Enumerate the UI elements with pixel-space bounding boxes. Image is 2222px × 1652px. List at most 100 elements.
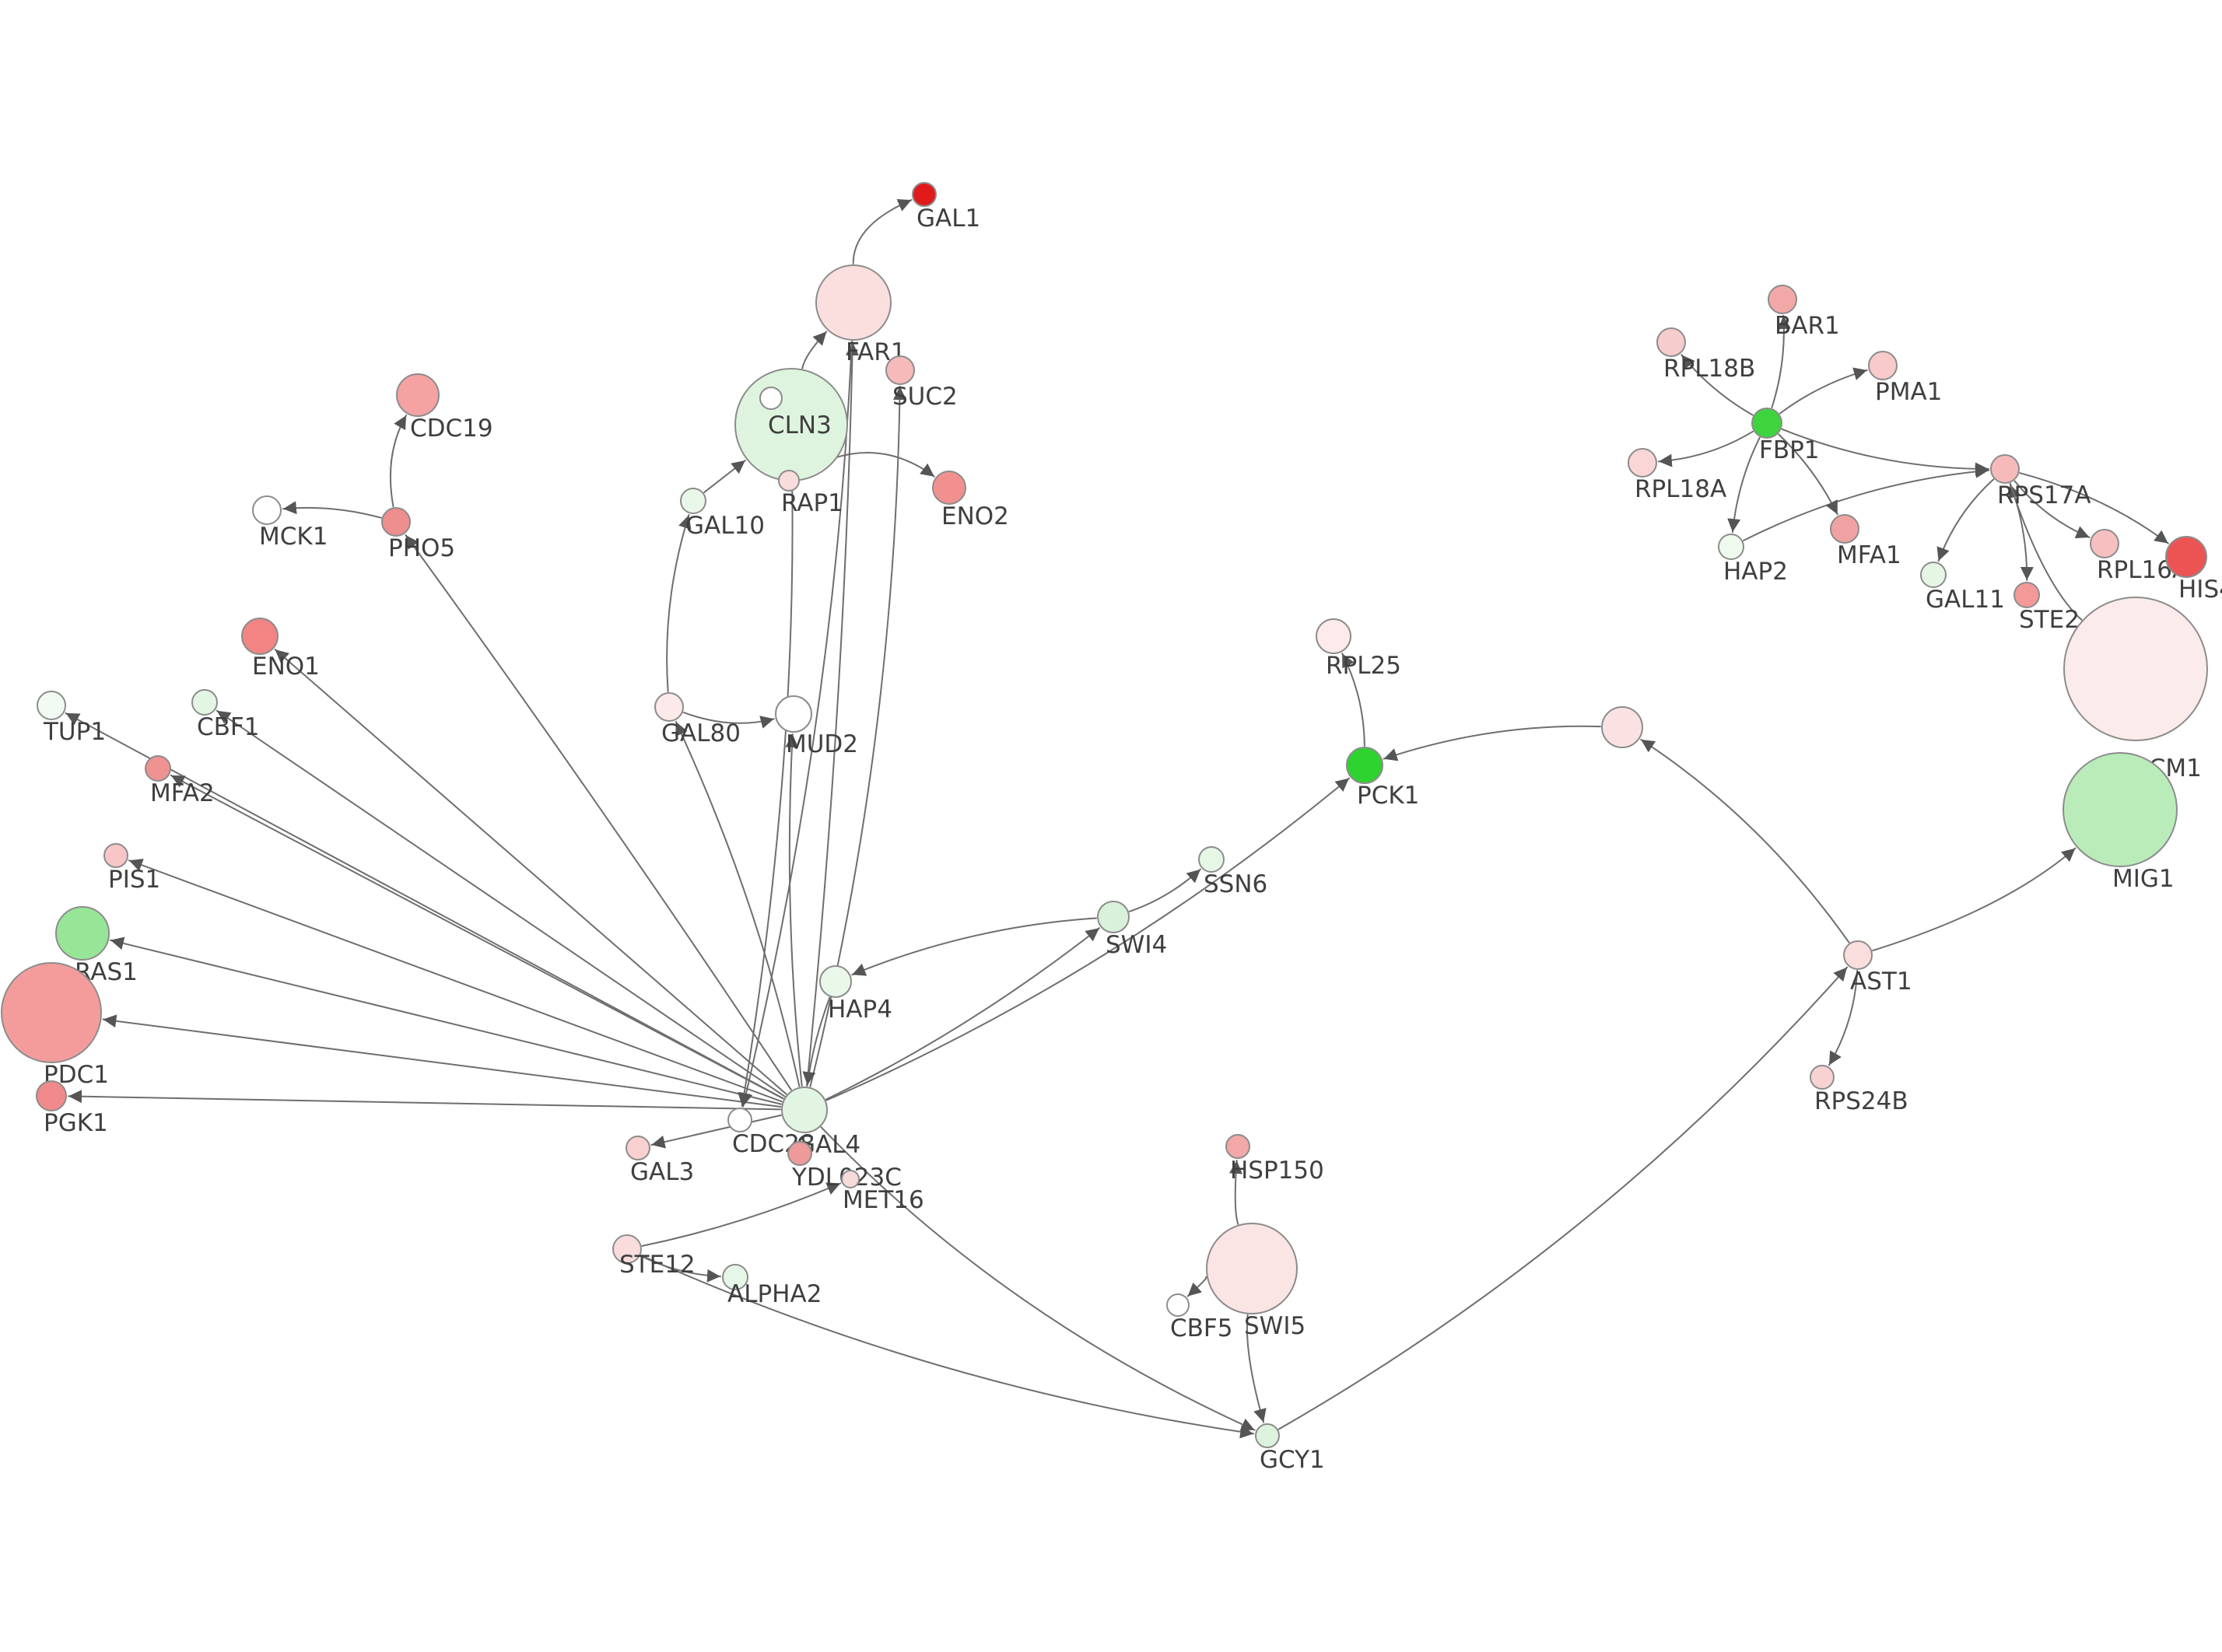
graph-node-mck1[interactable]: MCK1 <box>252 495 328 551</box>
edge-gal4-eno1[interactable] <box>274 649 787 1095</box>
graph-node-gal80[interactable]: GAL80 <box>654 692 741 747</box>
graph-node-mfa1[interactable]: MFA1 <box>1830 514 1901 569</box>
edge-ast1-mig1[interactable] <box>1872 847 2077 952</box>
node-circle-gcy1[interactable] <box>1255 1423 1280 1448</box>
edge-hap4-gal4[interactable] <box>802 996 831 1087</box>
node-circle-gal10[interactable] <box>680 488 706 514</box>
graph-node-his4[interactable]: HIS4 <box>2165 536 2222 604</box>
edge-gal4-mud2[interactable] <box>785 733 803 1087</box>
node-circle-rpl18a[interactable] <box>1628 448 1657 478</box>
edge-gal4-pho5[interactable] <box>405 534 792 1091</box>
edge-gal4-gal80[interactable] <box>675 721 801 1087</box>
node-circle-gal1[interactable] <box>912 182 937 207</box>
edge-fbp1-hap2[interactable] <box>1727 436 1761 534</box>
graph-node-gal11[interactable]: GAL11 <box>1920 562 2005 614</box>
graph-node-gal1[interactable]: GAL1 <box>912 182 980 233</box>
node-circle-pho5[interactable] <box>381 507 411 537</box>
node-circle-swi5[interactable] <box>1206 1223 1298 1314</box>
node-circle-tup1[interactable] <box>37 691 66 720</box>
graph-node-bar1[interactable]: BAR1 <box>1768 285 1840 340</box>
edge-pho5-mck1[interactable] <box>282 501 382 519</box>
node-circle-gal4[interactable] <box>781 1087 828 1133</box>
node-circle-mcm1[interactable] <box>2063 597 2208 741</box>
edge-gal80-mud2[interactable] <box>682 712 775 729</box>
node-circle-cln3[interactable] <box>734 368 848 481</box>
graph-node-unlabeled_1[interactable] <box>759 387 783 410</box>
node-circle-alpha2[interactable] <box>722 1264 748 1290</box>
edge-gal10-cln3[interactable] <box>703 460 746 493</box>
edge-rps17a-rpl16a[interactable] <box>2013 480 2091 539</box>
edge-swi5-gcy1[interactable] <box>1246 1314 1267 1423</box>
node-circle-mfa2[interactable] <box>145 755 171 782</box>
edge-cln3-far1[interactable] <box>801 331 828 369</box>
graph-node-pck1[interactable]: PCK1 <box>1346 747 1419 810</box>
edge-fbp1-rps17a[interactable] <box>1781 428 1989 476</box>
node-circle-pis1[interactable] <box>103 843 128 868</box>
node-circle-gal3[interactable] <box>626 1136 650 1160</box>
node-circle-pgk1[interactable] <box>36 1080 67 1111</box>
graph-node-swi5[interactable]: SWI5 <box>1206 1223 1306 1340</box>
graph-node-rpl25[interactable]: RPL25 <box>1316 618 1401 680</box>
edge-fbp1-mfa1[interactable] <box>1778 433 1838 516</box>
node-circle-met16[interactable] <box>841 1170 860 1188</box>
node-circle-cbf5[interactable] <box>1166 1293 1190 1317</box>
graph-node-gal10[interactable]: GAL10 <box>680 488 765 540</box>
node-circle-fbp1[interactable] <box>1751 408 1782 439</box>
edge-ste12-met16[interactable] <box>641 1182 842 1247</box>
graph-node-cdc19[interactable]: CDC19 <box>396 373 493 443</box>
node-circle-rps24b[interactable] <box>1810 1065 1835 1090</box>
edge-gal4-gal3[interactable] <box>650 1114 782 1149</box>
node-circle-ydl023c[interactable] <box>787 1141 812 1166</box>
edge-gal4-pck1[interactable] <box>825 777 1350 1101</box>
graph-node-unlabeled_2[interactable] <box>1601 706 1643 748</box>
graph-node-hap4[interactable]: HAP4 <box>819 965 892 1024</box>
edge-rps17a-gal11[interactable] <box>1936 478 1995 562</box>
node-circle-rpl18b[interactable] <box>1656 327 1686 357</box>
edge-gal4-pis1[interactable] <box>128 859 783 1103</box>
node-circle-cdc28[interactable] <box>727 1108 752 1132</box>
node-circle-rpl16a[interactable] <box>2090 529 2119 558</box>
graph-node-gcy1[interactable]: GCY1 <box>1255 1423 1325 1474</box>
node-circle-rap1[interactable] <box>778 470 800 492</box>
node-circle-his4[interactable] <box>2165 536 2207 578</box>
edge-pck1-rpl25[interactable] <box>1341 653 1365 747</box>
edge-ast1-rps24b[interactable] <box>1828 970 1859 1066</box>
node-circle-gal80[interactable] <box>654 692 684 722</box>
node-circle-cdc19[interactable] <box>396 373 440 417</box>
edge-gcy1-ast1[interactable] <box>1277 966 1849 1430</box>
edge-hap2-rps17a[interactable] <box>1743 464 1990 541</box>
graph-node-met16[interactable]: MET16 <box>841 1170 924 1214</box>
graph-node-rps24b[interactable]: RPS24B <box>1810 1065 1908 1115</box>
node-circle-pck1[interactable] <box>1346 747 1383 784</box>
node-circle-eno1[interactable] <box>241 618 279 655</box>
node-circle-unlabeled_1[interactable] <box>759 387 783 410</box>
edge-gal4-tup1[interactable] <box>65 712 784 1100</box>
node-circle-rps17a[interactable] <box>1990 454 2020 484</box>
node-circle-gal11[interactable] <box>1920 562 1947 588</box>
node-circle-hap2[interactable] <box>1718 534 1744 560</box>
edge-swi5-hsp150[interactable] <box>1228 1160 1242 1225</box>
edge-gal4-far1[interactable] <box>806 341 860 1087</box>
node-circle-unlabeled_2[interactable] <box>1601 706 1643 748</box>
edge-gal80-gal10[interactable] <box>666 514 692 692</box>
edge-gal4-cbf1[interactable] <box>216 709 786 1097</box>
edge-rps17a-his4[interactable] <box>2019 472 2169 544</box>
graph-node-pma1[interactable]: PMA1 <box>1868 351 1942 406</box>
graph-node-hap2[interactable]: HAP2 <box>1718 534 1788 586</box>
node-circle-pma1[interactable] <box>1868 351 1898 380</box>
node-circle-mig1[interactable] <box>2063 752 2178 867</box>
edge-gal4-swi4[interactable] <box>825 927 1100 1101</box>
node-circle-mck1[interactable] <box>252 495 282 525</box>
edge-fbp1-rpl18a[interactable] <box>1657 430 1754 467</box>
graph-node-rpl18b[interactable]: RPL18B <box>1656 327 1755 383</box>
node-circle-hap4[interactable] <box>819 965 852 998</box>
graph-node-mig1[interactable]: MIG1 <box>2063 752 2178 893</box>
edge-far1-cdc28[interactable] <box>739 341 853 1108</box>
node-circle-pdc1[interactable] <box>1 962 102 1063</box>
edge-gal4-gcy1[interactable] <box>820 1126 1256 1431</box>
node-circle-ras1[interactable] <box>55 906 110 961</box>
graph-node-ste12[interactable]: STE12 <box>612 1234 696 1279</box>
graph-node-mfa2[interactable]: MFA2 <box>145 755 215 807</box>
edge-gal4-pgk1[interactable] <box>68 1090 781 1111</box>
node-circle-bar1[interactable] <box>1768 285 1797 314</box>
